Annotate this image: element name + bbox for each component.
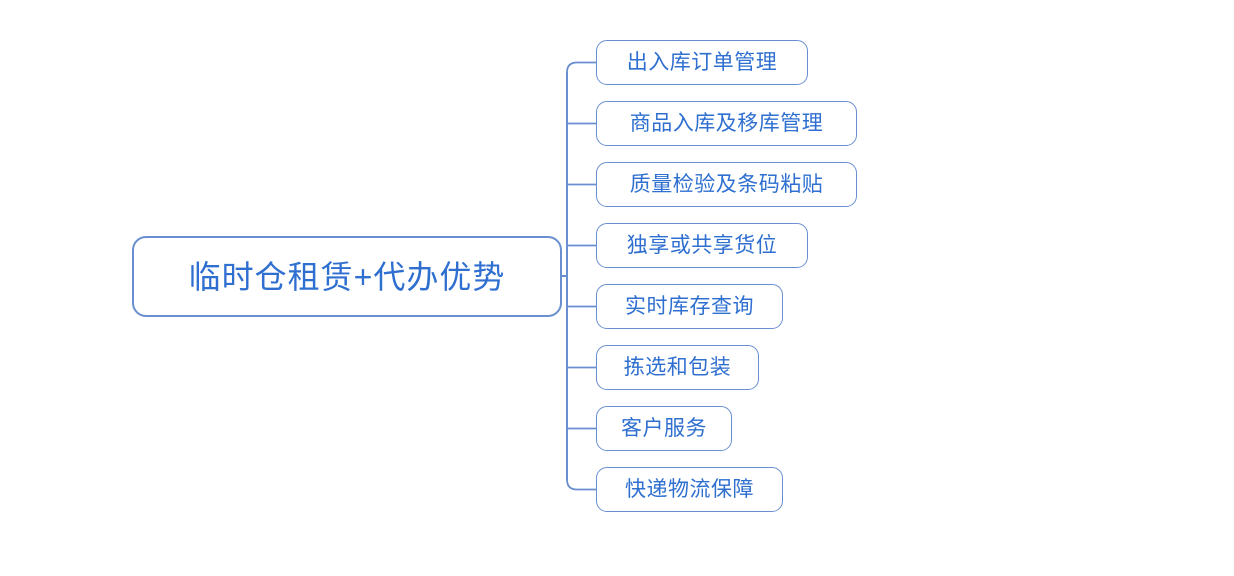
child-node-label: 质量检验及条码粘贴 (629, 173, 824, 196)
child-node-label: 拣选和包装 (623, 356, 732, 379)
child-node-4[interactable]: 独享或共享货位 (596, 223, 808, 268)
child-node-label: 商品入库及移库管理 (629, 112, 824, 135)
child-node-label: 出入库订单管理 (626, 51, 778, 74)
child-node-5[interactable]: 实时库存查询 (596, 284, 783, 329)
child-node-label: 独享或共享货位 (626, 234, 778, 257)
child-node-7[interactable]: 客户服务 (596, 406, 732, 451)
child-node-label: 客户服务 (621, 417, 707, 440)
child-node-6[interactable]: 拣选和包装 (596, 345, 759, 390)
child-node-label: 快递物流保障 (625, 478, 754, 501)
child-node-1[interactable]: 出入库订单管理 (596, 40, 808, 85)
child-node-label: 实时库存查询 (625, 295, 754, 318)
root-node[interactable]: 临时仓租赁+代办优势 (132, 236, 562, 317)
child-node-8[interactable]: 快递物流保障 (596, 467, 783, 512)
child-node-3[interactable]: 质量检验及条码粘贴 (596, 162, 857, 207)
root-node-label: 临时仓租赁+代办优势 (188, 258, 506, 295)
child-node-2[interactable]: 商品入库及移库管理 (596, 101, 857, 146)
